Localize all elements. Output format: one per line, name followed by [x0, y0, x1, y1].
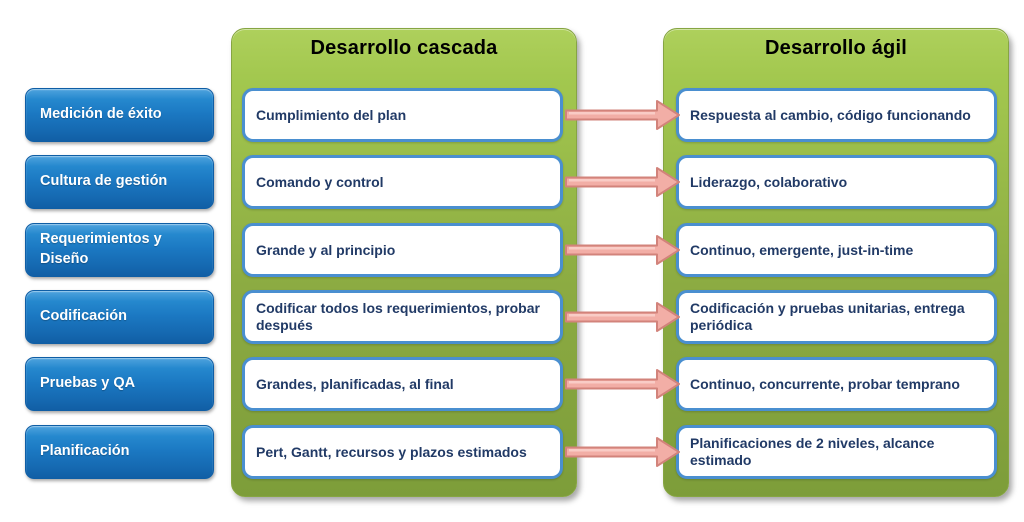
agile-panel-title: Desarrollo ágil	[765, 37, 907, 59]
waterfall-item-box: Comando y control	[242, 155, 563, 209]
agile-item-box: Planificaciones de 2 niveles, alcance es…	[676, 425, 997, 479]
waterfall-item-box: Grandes, planificadas, al final	[242, 357, 563, 411]
waterfall-item-box: Codificar todos los requerimientos, prob…	[242, 290, 563, 344]
agile-item-box: Continuo, emergente, just-in-time	[676, 223, 997, 277]
agile-item-box: Continuo, concurrente, probar temprano	[676, 357, 997, 411]
waterfall-panel-title: Desarrollo cascada	[310, 37, 498, 59]
category-label-cultura-de-gestion: Cultura de gestión	[25, 155, 214, 209]
right-arrow-icon	[565, 302, 680, 332]
waterfall-item-box: Grande y al principio	[242, 223, 563, 277]
agile-item-box: Respuesta al cambio, código funcionando	[676, 88, 997, 142]
right-arrow-icon	[565, 369, 680, 399]
agile-item-box: Liderazgo, colaborativo	[676, 155, 997, 209]
agile-item-box: Codificación y pruebas unitarias, entreg…	[676, 290, 997, 344]
category-label-planificacion: Planificación	[25, 425, 214, 479]
category-label-medicion-de-exito: Medición de éxito	[25, 88, 214, 142]
category-label-pruebas-y-qa: Pruebas y QA	[25, 357, 214, 411]
waterfall-item-box: Pert, Gantt, recursos y plazos estimados	[242, 425, 563, 479]
right-arrow-icon	[565, 100, 680, 130]
category-label-requerimientos-y-diseno: Requerimientos y Diseño	[25, 223, 214, 277]
right-arrow-icon	[565, 235, 680, 265]
right-arrow-icon	[565, 437, 680, 467]
waterfall-item-box: Cumplimiento del plan	[242, 88, 563, 142]
category-label-codificacion: Codificación	[25, 290, 214, 344]
right-arrow-icon	[565, 167, 680, 197]
